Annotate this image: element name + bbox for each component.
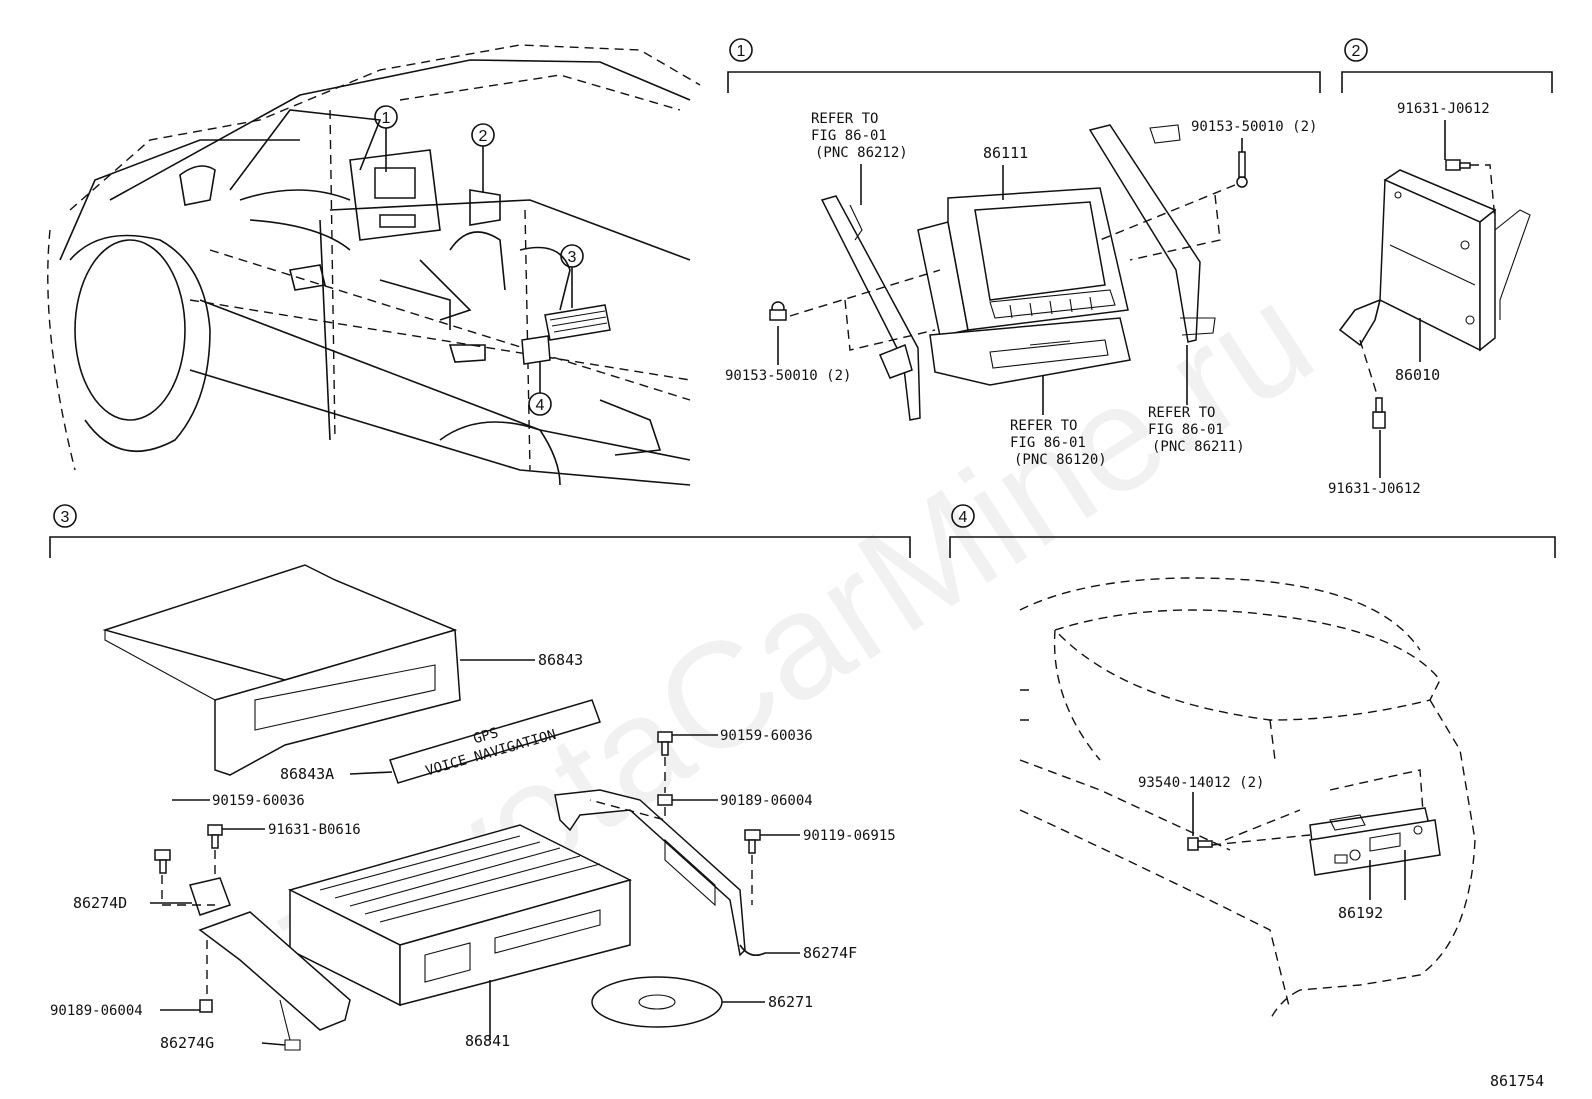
s3-label-86274D: 86274D — [73, 894, 127, 912]
vehicle-callout-4: 4 — [528, 362, 552, 416]
vehicle-overview — [47, 44, 701, 486]
svg-text:3: 3 — [568, 249, 577, 266]
section-2-number: 2 — [1352, 43, 1361, 60]
section-1-number: 1 — [737, 43, 746, 60]
s4-label-86192: 86192 — [1338, 904, 1383, 922]
s3-label-86274F: 86274F — [803, 944, 857, 962]
s3-label-90189-left: 90189-06004 — [50, 1003, 143, 1019]
s1-refer-b-line1: REFER TO — [1010, 418, 1077, 434]
section-4: 4 93540-14012 (2) 86192 — [949, 504, 1556, 1021]
s1-refer-c-line1: REFER TO — [1148, 405, 1215, 421]
s3-label-86271: 86271 — [768, 993, 813, 1011]
s3-label-91631: 91631-B0616 — [268, 822, 361, 838]
vehicle-callout-1: 1 — [374, 105, 398, 172]
section-3: 3 GPS VOICE NAVIGATION — [49, 504, 911, 1052]
s3-label-86274G: 86274G — [160, 1034, 214, 1052]
s1-bolt-right: 90153-50010 (2) — [1191, 119, 1317, 135]
s1-refer-b-line2: FIG 86-01 — [1010, 435, 1086, 451]
s4-bolt-label: 93540-14012 (2) — [1138, 775, 1264, 791]
s1-refer-a-line3: (PNC 86212) — [815, 145, 908, 161]
s3-label-90189-right: 90189-06004 — [720, 793, 813, 809]
s3-label-86843: 86843 — [538, 651, 583, 669]
section-4-number: 4 — [959, 509, 968, 526]
s1-refer-a-line2: FIG 86-01 — [811, 128, 887, 144]
s3-label-90159-left: 90159-60036 — [212, 793, 305, 809]
vehicle-callout-3: 3 — [560, 244, 584, 308]
figure-number: 861754 — [1490, 1072, 1544, 1090]
s1-refer-c-line2: FIG 86-01 — [1148, 422, 1224, 438]
s1-refer-c-line3: (PNC 86211) — [1152, 439, 1245, 455]
s3-plate-gps: GPS — [472, 725, 501, 747]
s2-bolt-top: 91631-J0612 — [1397, 101, 1490, 117]
svg-text:2: 2 — [479, 128, 488, 145]
svg-text:1: 1 — [382, 110, 391, 127]
s2-bolt-bottom: 91631-J0612 — [1328, 481, 1421, 497]
s1-refer-a-line1: REFER TO — [811, 111, 878, 127]
vehicle-callout-2: 2 — [471, 123, 495, 193]
s1-bolt-left: 90153-50010 (2) — [725, 368, 851, 384]
s2-part-86010: 86010 — [1395, 366, 1440, 384]
s3-label-86841: 86841 — [465, 1032, 510, 1050]
s3-label-90159-right: 90159-60036 — [720, 728, 813, 744]
section-3-number: 3 — [61, 509, 70, 526]
svg-text:4: 4 — [536, 397, 545, 414]
section-2: 2 91631-J0612 86010 91631-J0612 — [1328, 38, 1553, 497]
s1-refer-b-line3: (PNC 86120) — [1014, 452, 1107, 468]
s1-part-86111: 86111 — [983, 144, 1028, 162]
s3-label-90119: 90119-06915 — [803, 828, 896, 844]
s3-label-86843A: 86843A — [280, 765, 334, 783]
section-1: 1 REFER TO — [725, 38, 1321, 468]
